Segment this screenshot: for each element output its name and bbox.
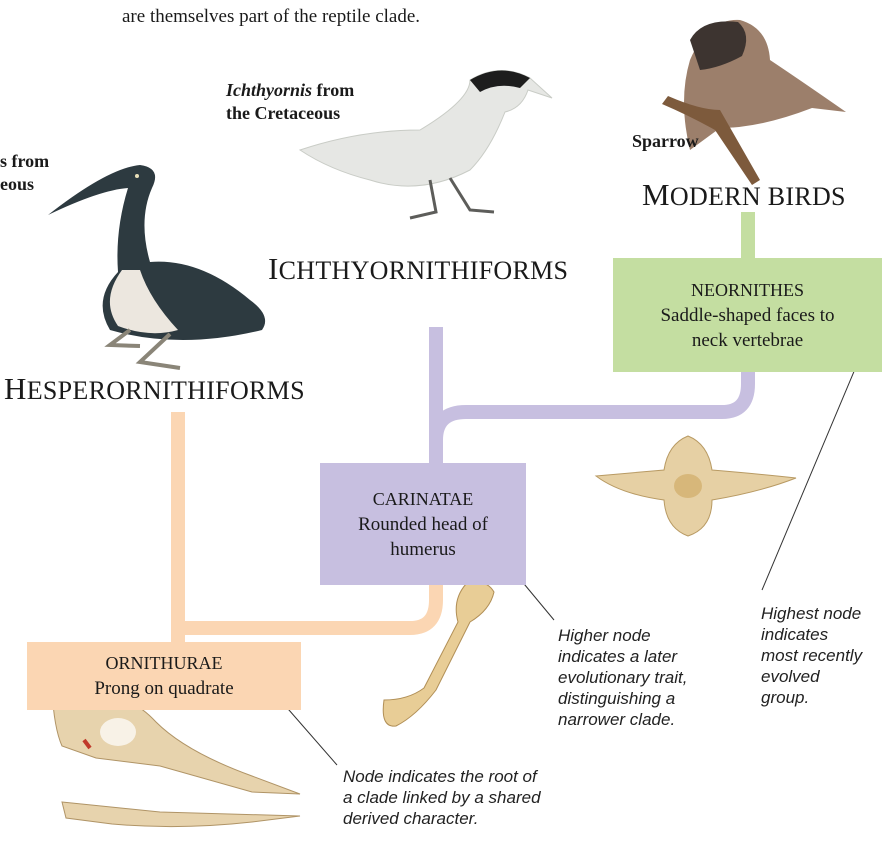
ichthyornis-caption: Ichthyornis from the Cretaceous — [226, 79, 354, 125]
skull-illustration — [52, 690, 300, 827]
node-carinatae-trait-2: humerus — [390, 537, 455, 562]
hesperornis-illustration — [48, 165, 265, 368]
node-ornithurae: Ornithurae Prong on quadrate — [27, 642, 301, 710]
node-carinatae: Carinatae Rounded head of humerus — [320, 463, 526, 585]
node-neornithes: Neornithes Saddle-shaped faces to neck v… — [613, 258, 882, 372]
vertebra-illustration — [596, 436, 796, 536]
ichthyornis-genus: Ichthyornis — [226, 80, 312, 100]
note-root-node: Node indicates the root of a clade linke… — [343, 766, 541, 829]
humerus-illustration — [383, 582, 494, 726]
group-ichthyornithiforms: ICHTHYORNITHIFORMS — [268, 251, 568, 287]
node-ornithurae-title: Ornithurae — [106, 651, 223, 676]
sparrow-illustration — [662, 20, 846, 185]
node-carinatae-trait-1: Rounded head of — [358, 512, 488, 537]
node-ornithurae-trait-1: Prong on quadrate — [94, 676, 233, 701]
node-carinatae-title: Carinatae — [373, 487, 474, 512]
sparrow-caption: Sparrow — [632, 130, 699, 153]
group-hesperornithiforms: HESPERORNITHIFORMS — [4, 371, 305, 407]
node-neornithes-trait-1: Saddle-shaped faces to — [660, 303, 834, 328]
note-highest-node: Highest node indicates most recently evo… — [761, 603, 862, 708]
node-neornithes-title: Neornithes — [691, 278, 804, 303]
node-neornithes-trait-2: neck vertebrae — [692, 328, 803, 353]
hesperornis-caption: s from eous — [0, 150, 49, 196]
group-modern-birds: MODERN BIRDS — [642, 177, 846, 213]
note-higher-node: Higher node indicates a later evolutiona… — [558, 625, 687, 730]
